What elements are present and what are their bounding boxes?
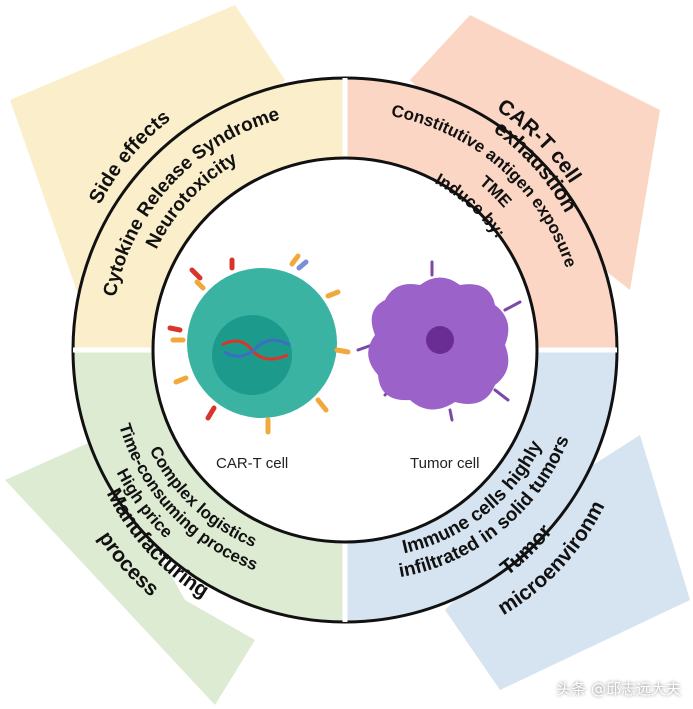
top-right-flare bbox=[410, 15, 660, 290]
car-t-cell-illustration bbox=[167, 253, 351, 435]
bottom-right-flare bbox=[445, 435, 690, 690]
watermark: 头条 @邱志远大夫 bbox=[556, 680, 681, 698]
bottom-left-flare bbox=[5, 440, 255, 705]
top-left-flare bbox=[10, 5, 285, 300]
quadrant-backgrounds bbox=[5, 5, 690, 705]
tumor-cell-illustration bbox=[356, 260, 522, 422]
tumor-cell-label: Tumor cell bbox=[410, 455, 479, 472]
car-receptors bbox=[167, 253, 351, 435]
car-t-cell-label: CAR-T cell bbox=[216, 455, 288, 472]
